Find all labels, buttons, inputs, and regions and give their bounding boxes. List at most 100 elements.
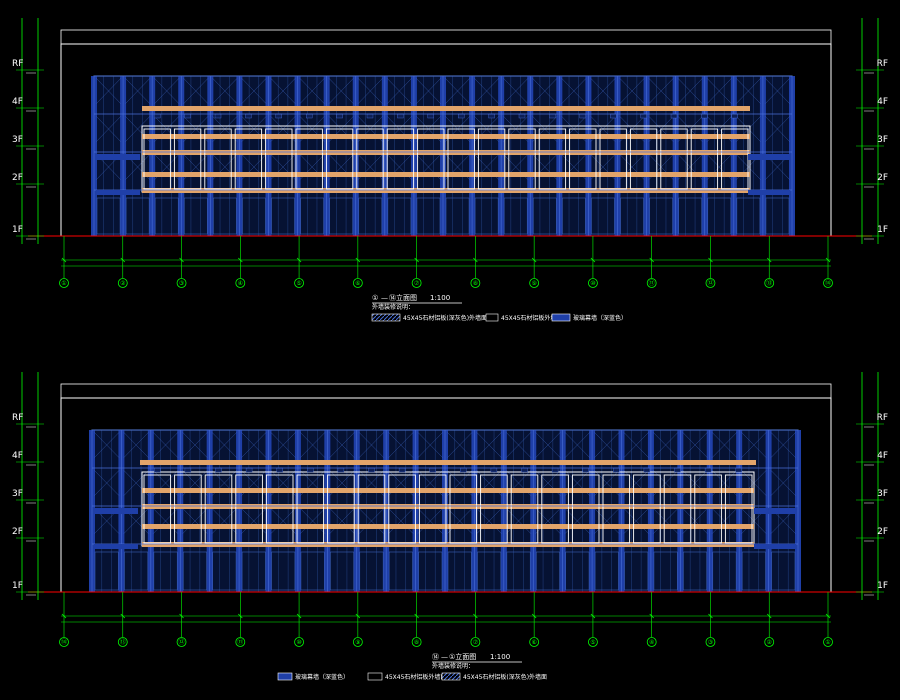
screen-brace [270,77,296,105]
side-canopy [94,508,138,514]
level-label: RF [12,59,23,69]
storefront-panel [620,197,644,235]
storefront-panel [94,551,119,591]
storefront-panel [741,551,766,591]
screen-brace [124,77,151,105]
screen-brace [652,431,679,459]
window-frame [356,128,384,190]
legend-swatch-hatch [371,313,401,322]
screen-brace [358,507,385,535]
spandrel-band [142,106,750,111]
storefront-panel [594,551,619,591]
vent-grille [521,467,528,473]
vent-grille [613,467,620,473]
vent-grille [735,467,742,473]
screen-brace [446,431,473,459]
axis-label: ⑫ [707,279,713,287]
storefront-panel [300,197,324,235]
dimension-tick [414,613,419,619]
screen-brace [648,77,674,105]
level-label: 2F [12,173,23,183]
storefront-panel [271,197,295,235]
dimension-tick [179,613,184,619]
storefront-panel [624,551,649,591]
level-label: 1F [12,581,23,591]
dimension-tick [120,257,126,263]
window-frame [417,128,445,190]
screen-brace [623,507,650,535]
axis-label: ⑥ [355,280,360,287]
vent-grille [398,467,406,473]
vent-grille [215,467,222,473]
screen-brace [154,77,180,105]
screen-brace [124,115,151,143]
window-frame [538,128,567,190]
window-frame [510,474,539,544]
axis-bubble [352,278,363,288]
screen-brace [446,507,473,535]
screen-brace [329,507,355,535]
axis-label: ⑪ [237,638,243,646]
window-frame [663,474,692,544]
level-label: RF [877,59,888,69]
window-frame [602,474,631,544]
axis-label: ⑩ [590,280,595,287]
window-frame [296,474,325,544]
dimension-tick [531,613,537,619]
screen-brace [299,77,325,105]
window-frame [633,474,661,544]
window-frame [480,474,508,544]
screen-brace [386,77,413,105]
legend-swatch-blue [277,672,293,681]
axis-label: ⑦ [414,280,420,287]
screen-brace [123,431,149,459]
spandrel-band [142,524,754,529]
axis-bubble [764,278,775,288]
window-frame [541,474,569,544]
side-canopy [94,544,138,549]
axis-bubble [235,637,246,647]
vent-grille [674,467,681,473]
caption-start-axis: ① [372,294,378,302]
screen-brace [329,431,355,459]
spandrel-band [142,172,750,177]
dimension-tick [825,613,831,619]
level-label: 4F [877,97,888,107]
vent-grille [153,113,161,119]
vent-grille [184,467,192,473]
storefront-panel [242,197,266,235]
screen-brace [444,77,471,105]
vent-grille [701,113,708,119]
caption-start-axis: ⑭ [432,653,439,661]
screen-brace [388,507,414,535]
storefront-panel [765,197,790,235]
axis-bubble [529,637,540,647]
axis-label: ③ [708,639,713,646]
dimension-tick [708,257,713,263]
level-label: 2F [877,527,888,537]
storefront-panel [506,551,531,591]
window-frame [690,128,719,190]
screen-brace [328,77,354,105]
screen-brace [532,77,558,105]
vent-grille [184,113,191,119]
screen-brace [357,77,383,105]
storefront-panel [445,197,470,235]
axis-label: ⑭ [61,638,67,646]
screen-brace [535,507,561,535]
side-canopy [754,508,796,514]
axis-label: ⑤ [590,639,595,646]
storefront-panel [416,197,441,235]
window-frame [660,128,688,190]
window-frame [599,128,627,190]
axis-bubble [59,278,69,288]
axis-bubble [411,637,422,647]
caption-title: ①立面图 [449,652,476,661]
legend-swatch-outline [485,313,499,322]
dimension-tick [590,257,596,263]
caption-title: ⑭立面图 [389,293,417,302]
storefront-panel [683,551,708,591]
vent-grille [397,113,404,119]
axis-bubble [411,278,422,288]
vent-grille [670,113,678,119]
